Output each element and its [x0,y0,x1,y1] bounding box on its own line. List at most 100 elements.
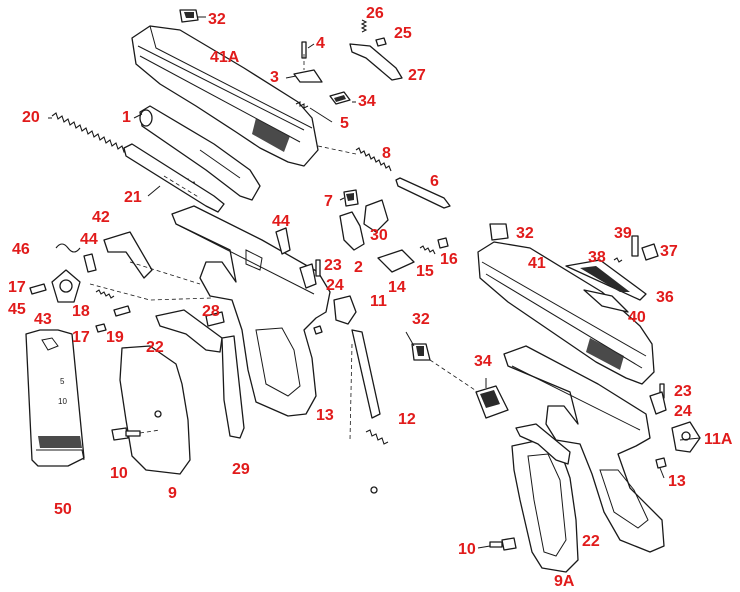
part-pin-4 [301,41,307,59]
callout-26: 26 [366,5,384,22]
callout-9: 9 [168,485,177,502]
part-spring-5 [295,101,309,109]
part-pin-19 [113,305,131,317]
callout-3: 3 [270,69,279,86]
callout-18: 18 [72,303,90,320]
part-frame-right [503,345,665,553]
part-16 [437,237,449,249]
part-39 [631,235,639,257]
callout-8: 8 [382,145,391,162]
callout-11A: 11A [704,431,733,448]
part-24-right [649,391,667,415]
callout-13a: 13 [316,407,334,424]
part-pin-13-right [655,457,667,469]
part-28 [205,311,225,327]
callout-43: 43 [34,311,52,328]
part-34-top [329,91,351,105]
part-37 [641,243,659,261]
callout-29: 29 [232,461,250,478]
callout-14: 14 [388,279,406,296]
callout-13b: 13 [668,473,686,490]
part-pin-13-left [313,325,323,335]
callout-10a: 10 [110,465,128,482]
callout-42: 42 [92,209,110,226]
callout-34a: 34 [358,93,376,110]
callout-30: 30 [370,227,388,244]
part-mainspring-12 [349,329,389,494]
callout-15: 15 [416,263,434,280]
callout-32a: 32 [208,11,226,28]
part-32-mid [411,343,431,361]
part-magazine-50: 5 10 [25,329,85,467]
callout-16: 16 [440,251,458,268]
callout-25: 25 [394,25,412,42]
part-29 [221,335,245,439]
part-mag-catch-45 [51,269,81,303]
part-slide-41a [131,25,319,167]
leader-lines [48,43,701,549]
part-firing-pin-block-27 [349,43,403,81]
part-extractor-3 [293,69,323,83]
part-pin-17-left [29,283,47,295]
part-barrel-1 [139,105,261,201]
callout-22a: 22 [146,339,164,356]
part-screw-10-right [489,537,517,551]
callout-2: 2 [354,259,363,276]
part-38 [613,257,623,263]
callout-10b: 10 [458,541,476,558]
part-rear-sight-32 [179,9,199,23]
part-spring-26 [360,19,368,33]
part-spring-15 [419,245,436,255]
callout-36: 36 [656,289,674,306]
part-44b [83,253,97,273]
callout-1: 1 [122,109,131,126]
part-pin-25 [375,37,387,47]
callout-44a: 44 [272,213,290,230]
magazine-mark-5: 5 [60,377,65,386]
callout-23b: 23 [674,383,692,400]
callout-21: 21 [124,189,142,206]
part-24-left [299,263,317,289]
leader-10a [139,429,161,434]
part-14 [377,249,415,273]
callout-28: 28 [202,303,220,320]
callout-32c: 32 [412,311,430,328]
part-firing-pin-6 [395,177,451,209]
callout-38: 38 [588,249,606,266]
callout-6: 6 [430,173,439,190]
callout-19: 19 [106,329,124,346]
callout-20: 20 [22,109,40,126]
part-grip-9 [119,345,191,475]
part-22-right [515,423,571,465]
part-trigger-bar-22 [155,309,223,353]
callout-7: 7 [324,193,333,210]
part-23-left [315,259,321,277]
leader-18 [89,283,213,301]
callout-32b: 32 [516,225,534,242]
callout-9A: 9A [554,573,575,590]
callout-11: 11 [370,293,387,310]
callout-44b: 44 [80,231,98,248]
part-hammer-2 [339,211,365,251]
leader-42 [129,261,201,285]
leader-34b [429,359,479,393]
callout-17b: 17 [72,329,90,346]
part-spring-18 [95,289,115,299]
part-pin-17-mid [95,323,107,333]
callout-34b: 34 [474,353,492,370]
callout-4: 4 [316,35,325,52]
magazine-mark-10: 10 [58,397,67,406]
part-guide-rod-21 [123,143,225,213]
callout-46: 46 [12,241,30,258]
part-sear-11 [333,295,357,325]
part-44-top [275,227,291,255]
callout-39: 39 [614,225,632,242]
part-7 [343,189,359,207]
part-11A [671,421,701,453]
callout-45: 45 [8,301,26,318]
leader-8 [317,145,357,155]
callout-37: 37 [660,243,678,260]
part-30 [363,199,389,233]
callout-12: 12 [398,411,416,428]
